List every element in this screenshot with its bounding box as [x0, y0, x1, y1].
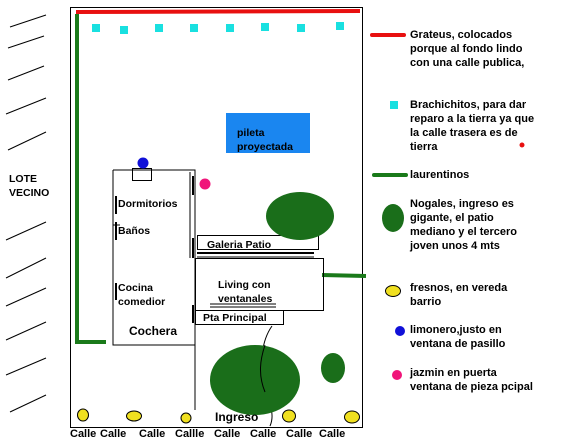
banos-label: Baños — [118, 225, 151, 237]
limonero-marker — [137, 157, 149, 169]
fresno-marker — [77, 408, 89, 422]
legend-limonero-text: limonero,justo en ventana de pasillo — [410, 324, 506, 350]
brachichito-marker — [190, 24, 198, 32]
cocina-label: Cocina comedior — [118, 282, 166, 308]
lot-boundary — [70, 7, 363, 428]
fresno-marker — [126, 410, 142, 422]
nogal-ingreso — [210, 345, 300, 415]
legend-fresnos-text: fresnos, en vereda barrio — [410, 282, 508, 308]
legend-brachichitos-text: Brachichitos, para dar reparo a la tierr… — [410, 99, 535, 153]
street-label: Calle — [286, 428, 313, 440]
street-label: Calle — [250, 428, 277, 440]
street-label: Calle — [319, 428, 346, 440]
legend-limonero-icon — [395, 326, 405, 336]
brachichito-marker — [92, 24, 100, 32]
brachichito-marker — [155, 24, 163, 32]
pta-principal-label: Pta Principal — [203, 312, 267, 324]
brachichito-marker — [120, 26, 128, 34]
grateus-line — [75, 9, 361, 14]
legend-fresno-icon — [385, 285, 401, 297]
street-label: Calle — [70, 428, 97, 440]
brachichito-marker — [226, 24, 234, 32]
jazmin-marker — [199, 178, 211, 190]
neighbor-lot-hatch — [5, 14, 47, 413]
legend-nogales-text: Nogales, ingreso es gigante, el patio me… — [410, 198, 517, 252]
brachichito-marker — [261, 23, 269, 31]
fresnos-row — [77, 408, 360, 424]
nogal-joven — [321, 353, 345, 383]
legend-laurentinos-text: laurentinos — [410, 169, 470, 181]
fresno-marker — [344, 410, 360, 424]
pool-label: pileta proyectada — [237, 127, 294, 153]
front-door-box — [195, 310, 284, 325]
hallway-window-box — [132, 168, 152, 181]
laurentinos-line-right — [321, 273, 367, 278]
nogal-patio — [266, 192, 334, 240]
legend-red-dot-icon — [519, 142, 525, 148]
fresno-marker — [282, 409, 296, 423]
lote-vecino-label: LOTE VECINO — [9, 173, 50, 199]
brachichito-marker — [336, 22, 344, 30]
pool — [226, 113, 310, 153]
ingreso-label: Ingreso — [215, 410, 259, 424]
fresno-marker — [180, 412, 192, 424]
brachichitos-row — [92, 22, 344, 34]
legend-nogal-icon — [382, 204, 404, 232]
legend-jazmin-icon — [392, 370, 402, 380]
living-label: Living con ventanales — [218, 279, 273, 305]
galeria-label: Galeria Patio — [207, 239, 272, 251]
dormitorios-label: Dormitorios — [118, 198, 178, 210]
entry-path-overlay — [260, 344, 266, 393]
street-label: Calle — [100, 428, 127, 440]
street-label: Calle — [139, 428, 166, 440]
laurentinos-line — [75, 14, 106, 344]
cochera-label: Cochera — [129, 324, 178, 338]
legend-brachichito-icon — [390, 101, 398, 109]
street-label: Callle — [175, 428, 205, 440]
brachichito-marker — [297, 24, 305, 32]
legend-jazmin-text: jazmin en puerta ventana de pieza pcipal — [410, 367, 533, 393]
street-label: Calle — [214, 428, 241, 440]
legend-grateus-text: Grateus, colocados porque al fondo lindo… — [410, 29, 525, 69]
galeria-box — [197, 235, 319, 250]
